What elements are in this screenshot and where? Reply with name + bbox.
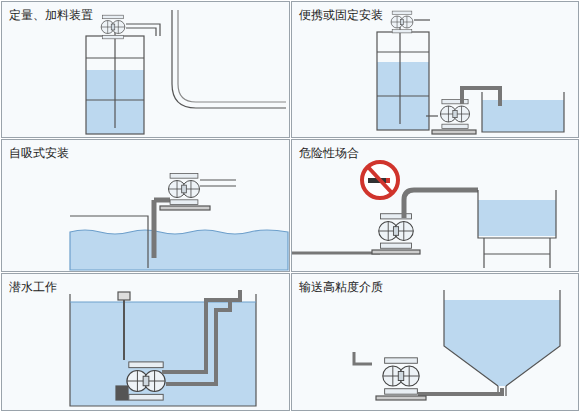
scene-panel: 自吸式安装 [1, 139, 290, 272]
high-viscosity-scene [354, 290, 560, 400]
panel-title: 便携或固定安装 [299, 7, 383, 24]
dosing-scene [86, 10, 286, 134]
scene-panel: 定量、加料装置 [1, 1, 290, 138]
scene-panel: 危险性场合 [291, 139, 579, 272]
panel-title: 潜水工作 [9, 279, 57, 296]
self-priming-scene [70, 174, 288, 270]
portable-scene [377, 11, 564, 134]
submersible-scene [70, 290, 256, 406]
hazardous-scene [292, 162, 556, 268]
panel-title: 输送高粘度介质 [299, 279, 383, 296]
panel-title: 定量、加料装置 [9, 7, 93, 24]
scene-panel: 输送高粘度介质 [291, 273, 579, 411]
panel-title: 危险性场合 [299, 145, 359, 162]
scene-panel: 便携或固定安装 [291, 1, 579, 138]
scene-panel: 潜水工作 [1, 273, 290, 411]
panel-title: 自吸式安装 [9, 145, 69, 162]
